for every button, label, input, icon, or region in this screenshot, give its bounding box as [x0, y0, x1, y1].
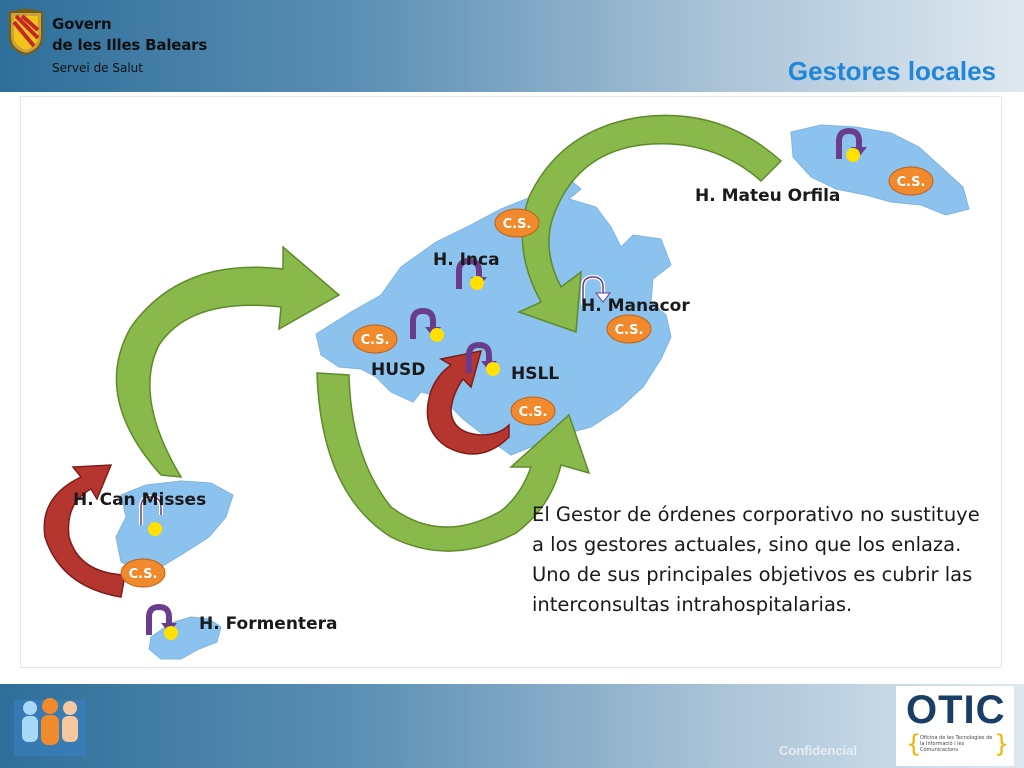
- cs-badge-menorca: C.S.: [888, 166, 934, 196]
- description-line: Uno de sus principales objetivos es cubr…: [532, 563, 973, 586]
- arrow-mallorca-to-south: [316, 372, 591, 552]
- svg-text:C.S.: C.S.: [897, 175, 926, 190]
- brace-left-icon: {: [906, 730, 922, 758]
- brace-right-icon: }: [994, 730, 1010, 758]
- mallorca-island: [315, 178, 672, 456]
- arrow-palma-loop: [426, 350, 510, 455]
- cs-badge-inca: C.S.: [494, 208, 540, 238]
- org-name-line1: Govern: [52, 15, 112, 33]
- arrow-ibiza-to-mallorca: [115, 245, 341, 478]
- loop-icon-inca: [456, 257, 487, 290]
- otic-title: OTIC: [906, 688, 1006, 732]
- description-line: interconsultas intrahospitalarias.: [532, 593, 853, 616]
- hospital-label-can-misses: H. Can Misses: [73, 490, 206, 510]
- hospital-label-hsll: HSLL: [511, 364, 559, 384]
- svg-text:C.S.: C.S.: [615, 323, 644, 338]
- family-health-logo-icon: [14, 698, 86, 756]
- cs-badge-palma: C.S.: [352, 324, 398, 354]
- hospital-label-formentera: H. Formentera: [199, 614, 337, 634]
- cs-badge-ibiza: C.S.: [120, 558, 166, 588]
- svg-text:C.S.: C.S.: [361, 333, 390, 348]
- ibiza-island: [115, 480, 234, 572]
- footer-bar: Confidencial: [0, 684, 1024, 768]
- otic-logo: OTIC { Oficina de les Tecnologies de la …: [896, 686, 1014, 766]
- arrow-ibiza-loop: [43, 464, 126, 598]
- cs-badge-manacor: C.S.: [606, 314, 652, 344]
- otic-subtitle: Oficina de les Tecnologies de la Informa…: [920, 735, 993, 753]
- org-department: Servei de Salut: [52, 61, 143, 75]
- loop-icon-can-misses: [139, 494, 163, 536]
- description-text: El Gestor de órdenes corporativo no sust…: [532, 500, 1002, 620]
- hospital-label-inca: H. Inca: [433, 250, 500, 270]
- hospital-label-husd: HUSD: [371, 360, 425, 380]
- loop-icon-husd: [410, 307, 444, 342]
- loop-icon-hsll: [466, 341, 500, 376]
- arrow-menorca-to-mallorca: [516, 114, 783, 334]
- hospital-label-mateu-orfila: H. Mateu Orfila: [695, 186, 840, 206]
- description-line: a los gestores actuales, sino que los en…: [532, 533, 962, 556]
- org-name-line2: de les Illes Balears: [52, 36, 208, 54]
- description-line: El Gestor de órdenes corporativo no sust…: [532, 503, 980, 526]
- loop-icon-mateu-orfila: [836, 127, 867, 162]
- cs-badge-south: C.S.: [510, 396, 556, 426]
- slide-content: C.S. C.S. C.S. C.S. C.S. C.S. H. Mateu O…: [20, 96, 1002, 668]
- page-title: Gestores locales: [787, 56, 996, 86]
- loop-icon-manacor: [581, 274, 612, 305]
- svg-text:C.S.: C.S.: [519, 405, 548, 420]
- loop-icon-formentera: [146, 603, 178, 640]
- confidential-label: Confidencial: [779, 743, 858, 758]
- hospital-label-manacor: H. Manacor: [581, 296, 690, 316]
- svg-text:C.S.: C.S.: [503, 217, 532, 232]
- balearic-islands-map: C.S. C.S. C.S. C.S. C.S. C.S. H. Mateu O…: [43, 114, 970, 660]
- header-bar: Govern de les Illes Balears Servei de Sa…: [0, 0, 1024, 92]
- govern-crest-icon: [9, 9, 43, 56]
- svg-text:C.S.: C.S.: [129, 567, 158, 582]
